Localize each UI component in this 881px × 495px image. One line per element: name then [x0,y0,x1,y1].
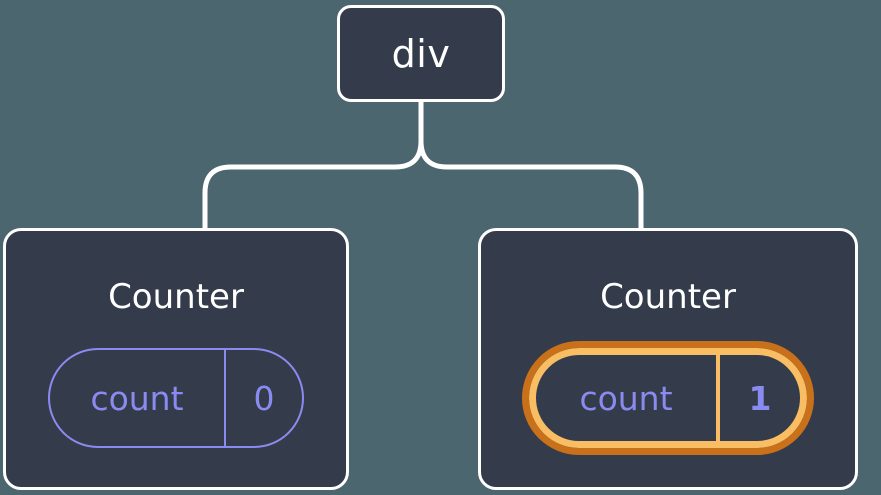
state-pill-left-value: 0 [224,350,302,446]
node-counter-left[interactable]: Counter count 0 [3,228,349,490]
node-root-div[interactable]: div [337,5,505,102]
connector-root-to-right-child [418,97,644,234]
state-pill-wrapper-left: count 0 [48,348,304,448]
connector-root-to-left-child [202,97,424,234]
state-pill-left-key: count [90,378,184,418]
state-pill-right[interactable]: count 1 [522,341,814,455]
state-pill-right-key: count [579,378,673,418]
node-counter-right-title: Counter [600,277,736,317]
node-counter-right[interactable]: Counter count 1 [478,228,858,490]
node-counter-left-title: Counter [108,277,244,317]
node-root-label: div [391,31,451,76]
state-pill-left[interactable]: count 0 [48,348,304,448]
state-pill-wrapper-right: count 1 [522,341,814,455]
state-pill-right-value: 1 [716,355,800,441]
